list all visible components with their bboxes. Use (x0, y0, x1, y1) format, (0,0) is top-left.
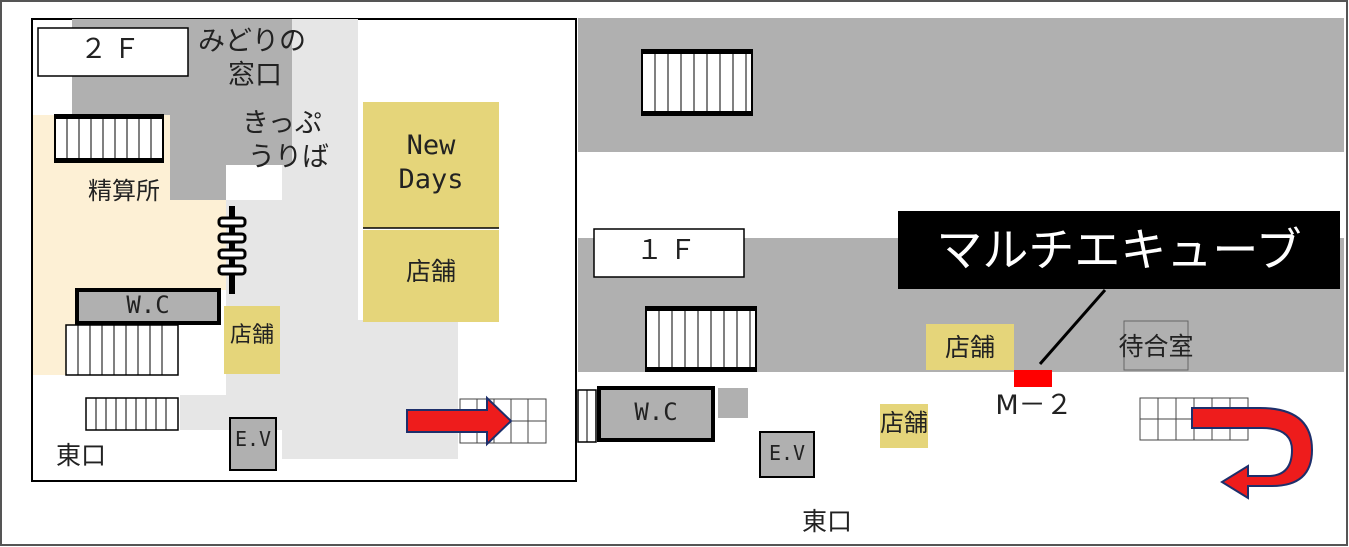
floor-1f-label: １Ｆ (636, 235, 702, 266)
ticket-sales-label-1: きっぷ (242, 108, 322, 139)
wc-1f-box (597, 386, 715, 442)
floor-1f-box (593, 228, 745, 278)
ev-1f-box (759, 431, 815, 478)
shop-2f-small-box (224, 306, 280, 374)
shop-2f-small-label: 店舗 (229, 323, 274, 348)
shop-2f-large-label: 店舗 (405, 257, 456, 286)
stairs-2f-mid (65, 324, 179, 376)
wc-1f-label: W.C (634, 398, 678, 426)
u-turn-arrow (1191, 407, 1314, 500)
ticket-sales-label-2: うりば (248, 142, 329, 173)
stairs-1f-small (577, 389, 597, 443)
shop-1f-lower-box (880, 404, 928, 448)
wc-2f-label: W.C (126, 291, 170, 319)
waiting-room-box (1123, 320, 1189, 371)
ev-1f-label: E.V (768, 441, 806, 465)
floor-2f-box (37, 27, 189, 77)
callout-box (898, 211, 1340, 289)
east-exit-1f-label: 東口 (802, 507, 853, 536)
shop-2f-large-box (363, 230, 499, 322)
floor-2f-label: ２Ｆ (80, 34, 146, 65)
waiting-room-label: 待合室 (1118, 332, 1194, 361)
fare-adjustment-label: 精算所 (88, 177, 160, 205)
newdays-label-2: Days (398, 164, 464, 195)
stairs-2f-upper (54, 114, 164, 163)
shop-1f-upper-label: 店舗 (944, 333, 995, 362)
m2-marker (1014, 370, 1052, 387)
ev-2f-label: E.V (234, 427, 272, 451)
wc-1f-adjacent (718, 388, 748, 418)
callout-pointer (1038, 289, 1107, 365)
ev-2f-box (229, 417, 277, 471)
stairs-2f-lower (85, 397, 179, 431)
arrow-2f-right (406, 395, 513, 447)
callout-label: マルチエキューブ (936, 223, 1302, 277)
shop-1f-lower-label: 店舗 (880, 409, 928, 437)
midori-window-label-2: 窓口 (228, 60, 282, 91)
fare-area-bg2 (170, 200, 226, 290)
concourse-2f-right (358, 320, 458, 459)
stairs-1f-lower (645, 306, 757, 372)
east-exit-2f-label: 東口 (56, 441, 107, 470)
wc-2f-box (75, 288, 221, 325)
shop-1f-upper-box (926, 324, 1014, 370)
ticket-gates-icon (217, 206, 247, 294)
stairs-1f-upper (641, 49, 753, 116)
midori-window-label-1: みどりの (198, 26, 306, 57)
newdays-label-1: New (406, 130, 456, 161)
newdays-box (363, 102, 499, 228)
location-code-label: M－２ (995, 390, 1073, 421)
concourse-2f (282, 19, 358, 459)
